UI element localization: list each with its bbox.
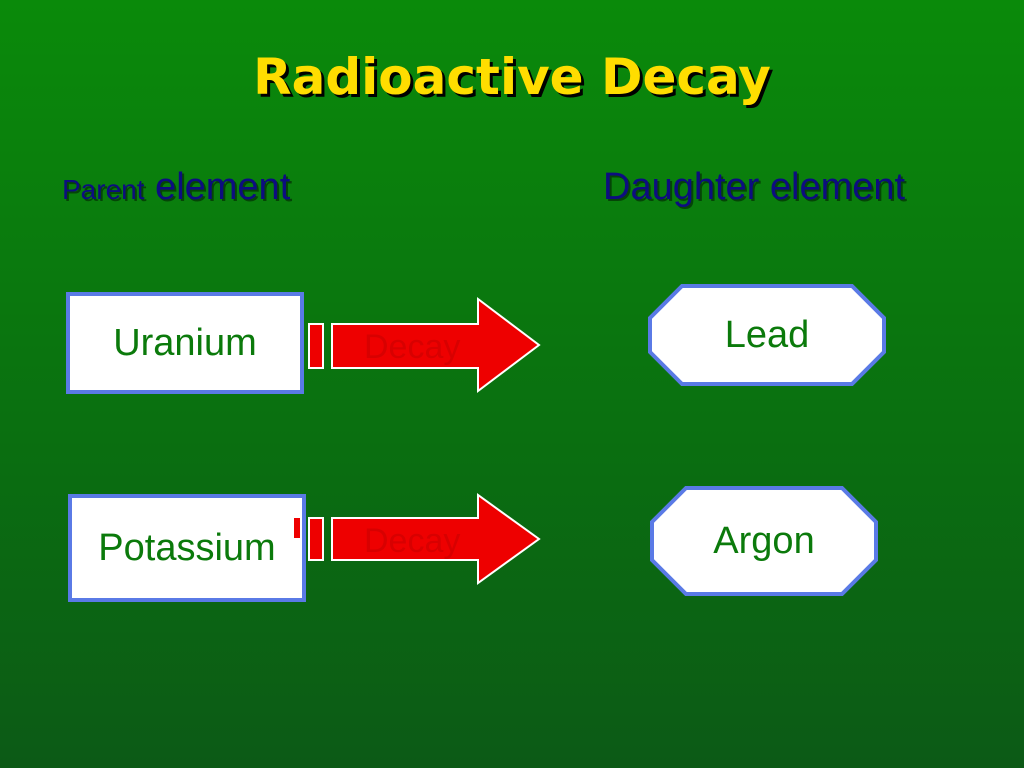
arrow-stripe (308, 517, 324, 561)
daughter-label-argon: Argon (713, 520, 815, 562)
octagon-shape (648, 284, 886, 386)
parent-heading-element-word: element (144, 166, 291, 208)
arrow-tick (294, 518, 300, 538)
daughter-label-lead: Lead (724, 314, 810, 356)
parent-heading-word: Parent (62, 174, 145, 205)
decay-label-uranium: Decay (364, 328, 461, 366)
arrow-body (331, 296, 541, 394)
octagon-shape (650, 486, 878, 596)
parent-label-uranium: Uranium (113, 321, 257, 364)
slide-title: Radioactive Decay (253, 48, 771, 106)
daughter-box-argon (650, 486, 878, 596)
decay-label-potassium: Decay (364, 522, 461, 560)
parent-box-uranium: Uranium (66, 292, 304, 394)
arrow-body (331, 493, 541, 585)
arrow-stripe (308, 323, 324, 369)
daughter-element-heading: Daughter element (603, 166, 906, 208)
parent-label-potassium: Potassium (98, 526, 276, 569)
parent-box-potassium: Potassium (68, 494, 306, 602)
decay-arrow-uranium (308, 296, 541, 394)
decay-arrow-potassium (294, 493, 541, 585)
parent-element-heading: Parent element (62, 166, 290, 209)
daughter-box-lead (648, 284, 886, 386)
